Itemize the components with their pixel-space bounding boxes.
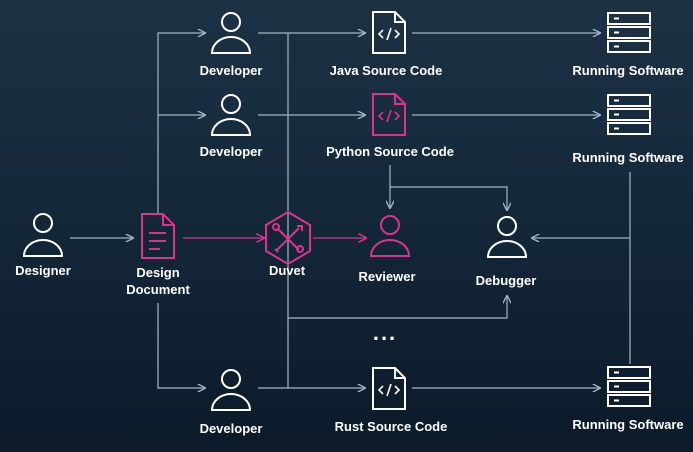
running-software-python-label: Running Software [572,150,684,165]
running-software-rust-label: Running Software [572,417,684,432]
rust-code-file-icon [372,367,406,410]
running-python-server-icon [607,94,651,135]
designer-person-icon [22,213,64,257]
developer-rust-label: Developer [199,421,263,436]
design-document-label-line2: Document [126,282,190,297]
running-rust-server-icon [607,366,651,407]
python-code-file-icon [372,93,406,136]
java-source-code-label: Java Source Code [329,63,443,78]
developer-python-person-icon [210,94,252,136]
reviewer-label: Reviewer [358,269,416,284]
edge-doc-dev-rust [157,303,205,388]
developer-java-label: Developer [199,63,263,78]
developer-java-person-icon [210,12,252,54]
edge-duvet-debugger [288,296,507,319]
design-document-label-line1: Design [136,265,180,280]
developer-python-label: Developer [199,144,263,159]
python-source-code-label: Python Source Code [326,144,454,159]
java-code-file-icon [372,11,406,54]
design-document-icon [141,213,175,259]
duvet-label: Duvet [268,263,306,278]
debugger-person-icon [486,216,528,258]
developer-rust-person-icon [210,369,252,411]
edge-running-debugger [532,172,631,364]
edge-python-debugger [390,186,507,210]
designer-label: Designer [15,263,71,278]
more-languages-ellipsis: ... [372,320,398,345]
rust-source-code-label: Rust Source Code [334,419,448,434]
reviewer-person-icon [369,215,411,257]
duvet-tool-icon [265,210,311,266]
running-java-server-icon [607,12,651,53]
running-software-java-label: Running Software [572,63,684,78]
debugger-label: Debugger [475,273,537,288]
edge-doc-dev-java [157,33,205,213]
